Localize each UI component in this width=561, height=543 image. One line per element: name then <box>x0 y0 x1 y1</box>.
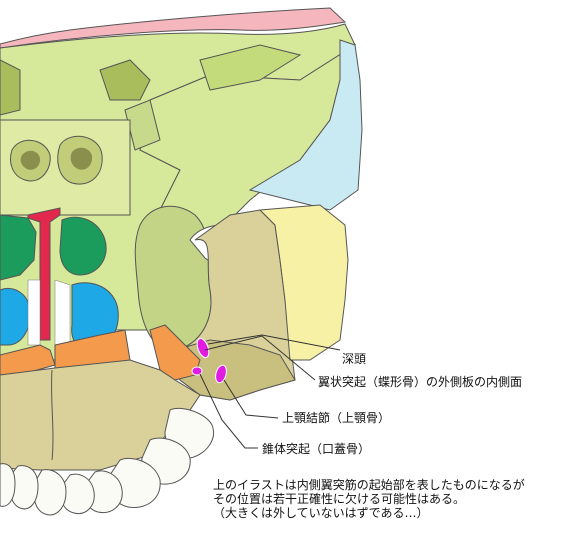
tooth-incisor-1 <box>0 463 16 507</box>
dark-green-block-3 <box>124 99 161 151</box>
dark-green-block-2 <box>99 59 151 101</box>
concha-right-upper <box>59 216 107 276</box>
pterygoid-process <box>134 205 212 351</box>
caption-line-2: その位置は若干正確性に欠ける可能性はある。 <box>213 492 466 506</box>
leader-line-pyramidal-process <box>199 373 258 449</box>
nasal-septum <box>27 207 61 341</box>
tooth-canine <box>33 469 67 516</box>
caption-line-3: （大きくは外していないはずである…） <box>213 506 429 520</box>
upper-teeth <box>0 407 214 516</box>
leader-line-deep-head <box>207 334 341 351</box>
nasal-cavity-left <box>27 279 41 346</box>
caption-line-1: 上のイラストは内側翼突筋の起始部を表したものになるが <box>213 478 525 492</box>
pyramidal-process-marker <box>191 366 203 376</box>
pink-bone-strip <box>0 0 330 45</box>
palate-suture <box>51 369 54 461</box>
maxillary-tuberosity-marker <box>215 364 227 384</box>
pink-bone <box>0 7 347 49</box>
ethmoid-inner-right <box>70 147 93 170</box>
yellow-region <box>258 204 349 361</box>
leader-line-lateral-plate <box>204 335 316 381</box>
nasal-cavity-right <box>54 279 71 346</box>
ethmoid-inner-left <box>20 150 41 170</box>
dark-green-block-1 <box>0 59 21 116</box>
label-lateral-plate: 翼状突起（蝶形骨）の外側板の内側面 <box>318 375 523 389</box>
light-blue-bone <box>248 39 363 211</box>
label-deep-head: 深頭 <box>342 352 367 366</box>
label-pyramidal-process: 錐体突起（口蓋骨） <box>262 442 371 456</box>
dark-green-wing-fold <box>199 44 302 91</box>
label-maxillary-tuberosity: 上顎結節（上顎骨） <box>282 411 391 425</box>
deep-head-marker <box>196 337 210 359</box>
leader-line-maxillary-tuberosity <box>223 379 279 419</box>
concha-left-upper <box>0 214 37 281</box>
